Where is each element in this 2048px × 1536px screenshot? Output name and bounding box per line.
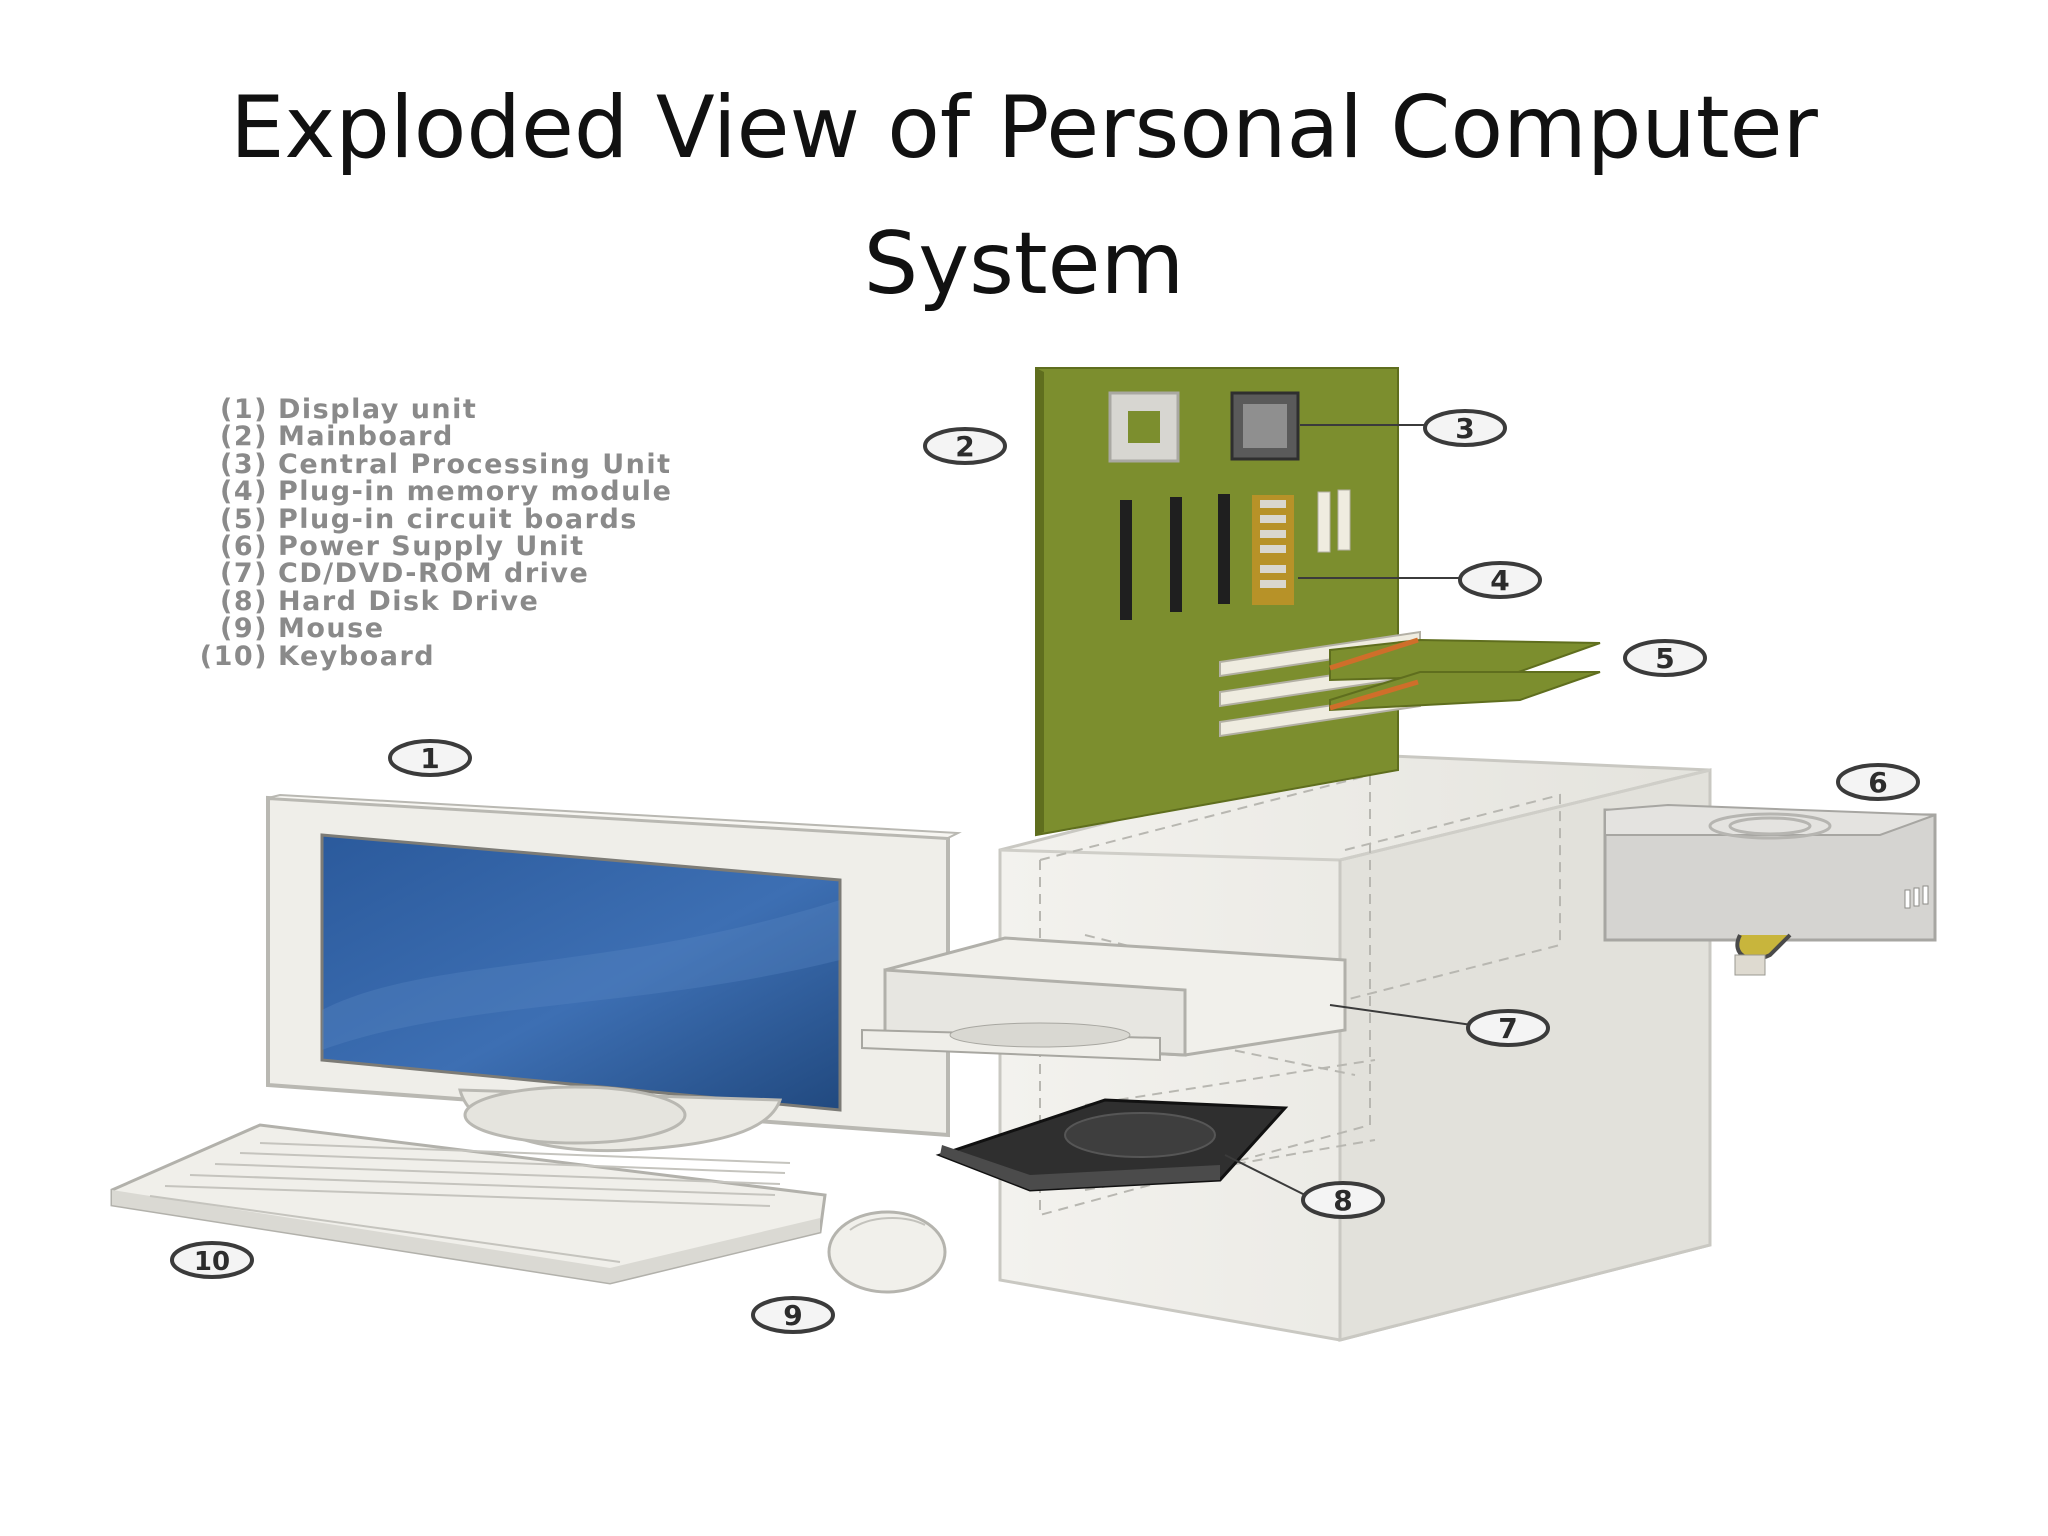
callout-8: 8 [1301, 1181, 1385, 1219]
callout-4: 4 [1458, 561, 1542, 599]
callout-3: 3 [1423, 409, 1507, 447]
legend-item: (7)CD/DVD-ROM drive [220, 558, 590, 590]
legend-item: (9)Mouse [220, 613, 385, 645]
legend-item: (2)Mainboard [220, 421, 454, 453]
slide-title: Exploded View of Personal Computer Syste… [0, 60, 2048, 332]
svg-text:1: 1 [420, 742, 439, 775]
svg-text:4: 4 [1490, 564, 1509, 597]
callout-6: 6 [1836, 763, 1920, 801]
svg-text:9: 9 [783, 1299, 802, 1332]
component-legend: (1)Display unit (2)Mainboard (3)Central … [168, 396, 672, 670]
callout-7: 7 [1466, 1009, 1550, 1047]
mouse [827, 1210, 947, 1294]
callout-9: 9 [751, 1296, 835, 1334]
legend-item: (4)Plug-in memory module [220, 476, 673, 508]
mainboard [1035, 367, 1421, 837]
title-line-2: System [863, 214, 1185, 314]
leader-lines [1224, 424, 1473, 1196]
svg-text:3: 3 [1455, 412, 1474, 445]
callout-1: 1 [388, 739, 472, 777]
svg-text:7: 7 [1498, 1012, 1517, 1045]
legend-item: (8)Hard Disk Drive [220, 585, 540, 617]
svg-text:5: 5 [1655, 642, 1674, 675]
callout-5: 5 [1623, 639, 1707, 677]
plug-in-circuit-boards [1329, 637, 1601, 712]
tower-case [998, 753, 1712, 1342]
power-supply-unit [1603, 803, 1937, 976]
legend-item: (6)Power Supply Unit [220, 531, 585, 563]
legend-item: (3)Central Processing Unit [220, 448, 672, 480]
callout-2: 2 [923, 427, 1007, 465]
legend-item: (1)Display unit [220, 394, 478, 425]
keyboard [110, 1123, 827, 1285]
svg-text:2: 2 [955, 430, 974, 463]
hard-disk-drive [935, 1098, 1289, 1192]
svg-text:10: 10 [194, 1247, 230, 1277]
legend-item: (10)Keyboard [199, 640, 436, 672]
display-unit [266, 793, 962, 1153]
svg-text:8: 8 [1333, 1184, 1352, 1217]
legend-item: (5)Plug-in circuit boards [220, 503, 638, 535]
cd-dvd-rom-drive [861, 936, 1347, 1062]
svg-text:6: 6 [1868, 766, 1887, 799]
title-line-1: Exploded View of Personal Computer [230, 78, 1818, 178]
callout-10: 10 [170, 1241, 254, 1279]
